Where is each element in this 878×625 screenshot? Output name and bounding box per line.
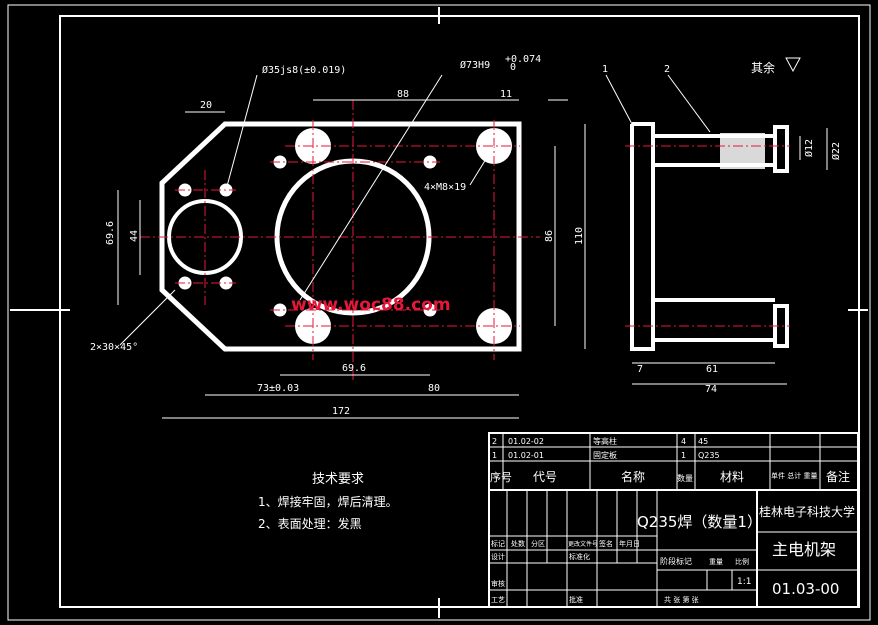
tb-weight: 重量 — [709, 558, 723, 566]
bom-row-2-qty: 4 — [681, 437, 686, 446]
bolt-holes — [178, 155, 437, 317]
tb-mark: 标记 — [491, 539, 505, 548]
bom-row-1-material: Q235 — [698, 451, 720, 460]
tb-zone: 分区 — [531, 539, 545, 548]
dimension-lines — [117, 74, 586, 419]
dim-110: 110 — [574, 227, 585, 245]
bom-header-name: 名称 — [621, 469, 645, 484]
tb-count: 处数 — [511, 539, 525, 548]
tb-std: 标准化 — [569, 552, 590, 561]
tb-process: 工艺 — [491, 596, 505, 604]
watermark: www.woc88.com — [291, 295, 451, 315]
bom-header-code: 代号 — [533, 470, 557, 484]
front-dim-text: Ø35js8(±0.019) Ø73H9 +0.074 0 4×M8×19 2×… — [90, 54, 585, 417]
hole-large-callout: Ø73H9 — [460, 59, 490, 71]
dim-44: 44 — [129, 230, 140, 242]
bom-row-2-material: 45 — [698, 437, 708, 446]
bom-row-2-no: 2 — [492, 437, 497, 446]
bom-header-weight: 单件 总计 重量 — [771, 471, 817, 480]
hole-small-callout: Ø35js8(±0.019) — [262, 64, 346, 76]
dim-88: 88 — [397, 89, 409, 100]
dim-172: 172 — [332, 406, 350, 417]
bom-header-material: 材料 — [720, 470, 744, 484]
dim-11: 11 — [500, 89, 512, 100]
dim-d12: Ø12 — [803, 139, 815, 157]
chamfer-callout: 2×30×45° — [90, 342, 138, 353]
dim-61: 61 — [706, 364, 718, 375]
part-name: 主电机架 — [772, 540, 836, 559]
tb-sign: 签名 — [599, 539, 613, 548]
bom-row-1-name: 固定板 — [593, 450, 617, 460]
tb-approve: 批准 — [569, 595, 583, 604]
dim-73: 73±0.03 — [257, 383, 299, 394]
tol-lower: 0 — [510, 62, 516, 73]
scale-value: 1:1 — [737, 577, 751, 587]
roughness-symbol — [785, 57, 801, 73]
bom-header-qty: 数量 — [677, 473, 693, 483]
bom-row-2-code: 01.02-02 — [508, 437, 544, 446]
dim-69-6-v: 69.6 — [105, 221, 116, 245]
bom-row-1-code: 01.02-01 — [508, 451, 544, 460]
drawing-frame — [7, 4, 871, 621]
tech-note-1: 1、焊接牢固，焊后清理。 — [258, 495, 398, 509]
tol-upper: +0.074 — [505, 54, 541, 65]
title-block: Q235焊（数量1） 桂林电子科技大学 主电机架 01.03-00 1:1 标记… — [491, 504, 855, 604]
dim-74: 74 — [705, 384, 717, 395]
hatched-section — [720, 133, 765, 169]
tb-date: 年月日 — [619, 539, 640, 548]
dim-69-6-h: 69.6 — [342, 363, 366, 374]
tb-change-doc: 更改文件号 — [568, 540, 598, 548]
tb-review: 审核 — [491, 579, 505, 588]
drawing-number: 01.03-00 — [772, 580, 839, 598]
side-plate — [630, 122, 655, 351]
school-name: 桂林电子科技大学 — [759, 504, 855, 519]
tech-notes-title: 技术要求 — [312, 472, 365, 487]
dim-d22: Ø22 — [830, 142, 842, 160]
rest-roughness-label: 其余 — [751, 61, 776, 75]
material-spec: Q235焊（数量1） — [637, 513, 762, 531]
front-view: Ø35js8(±0.019) Ø73H9 +0.074 0 4×M8×19 2×… — [90, 54, 586, 419]
dim-7: 7 — [637, 364, 643, 375]
bom-row-2-name: 等高柱 — [593, 436, 617, 446]
tb-scale: 比例 — [735, 557, 749, 566]
tb-stage: 阶段标记 — [660, 556, 692, 566]
bom-row-1-no: 1 — [492, 451, 497, 460]
bom-table: 2 01.02-02 等高柱 4 45 1 01.02-01 固定板 1 Q23… — [490, 436, 850, 484]
tech-note-2: 2、表面处理：发黑 — [258, 517, 362, 531]
title-block-grid — [488, 432, 859, 608]
dim-20: 20 — [200, 100, 212, 111]
base-plate-outline — [159, 121, 522, 352]
tb-design: 设计 — [491, 552, 505, 561]
dim-86: 86 — [544, 230, 555, 242]
side-view: 1 2 Ø12 Ø22 7 61 74 — [602, 64, 842, 395]
bom-header-remark: 备注 — [826, 469, 850, 484]
bom-header-no: 序号 — [490, 470, 512, 484]
dim-80: 80 — [428, 383, 440, 394]
balloon-2: 2 — [664, 64, 670, 75]
tb-sheets: 共 张 第 张 — [664, 595, 699, 604]
balloon-1: 1 — [602, 64, 608, 75]
bom-row-1-qty: 1 — [681, 451, 686, 460]
thread-callout: 4×M8×19 — [424, 182, 466, 193]
